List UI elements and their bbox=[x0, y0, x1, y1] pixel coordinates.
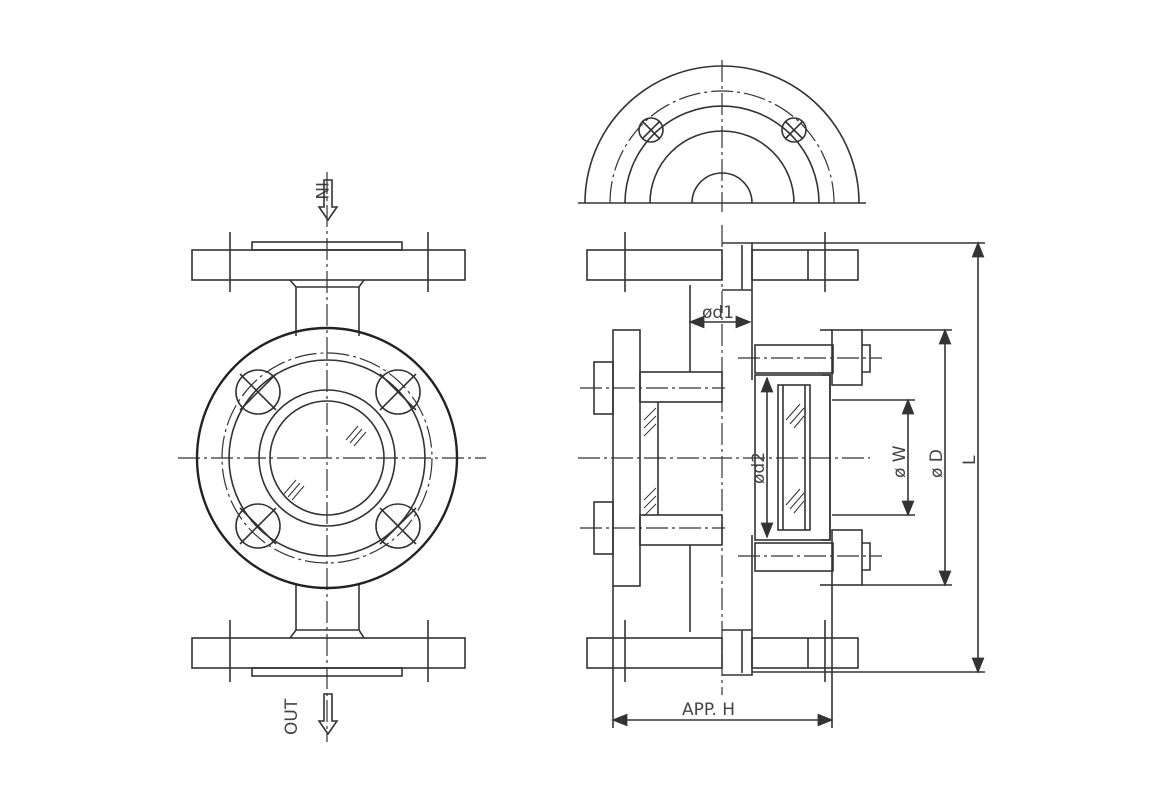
front-view: IN OUT bbox=[178, 172, 486, 742]
inlet-indicator: IN bbox=[311, 179, 339, 222]
down-arrow-icon bbox=[317, 693, 339, 736]
top-flange bbox=[191, 232, 466, 336]
l-label: L bbox=[960, 455, 980, 465]
bottom-flange bbox=[191, 583, 466, 682]
d2-label: ød2 bbox=[749, 452, 769, 484]
dim-w: ø W bbox=[832, 398, 915, 517]
dim-d2: ød2 bbox=[749, 376, 774, 539]
dimensions: ød1 ød2 ø W ø D L APP. H bbox=[611, 241, 985, 728]
outlet-indicator: OUT bbox=[282, 693, 339, 736]
down-arrow-icon bbox=[317, 179, 339, 222]
d1-label: ød1 bbox=[702, 303, 734, 323]
dim-d: ø D bbox=[862, 328, 952, 587]
dim-l: L bbox=[752, 241, 985, 674]
w-label: ø W bbox=[890, 445, 910, 478]
inlet-label: IN bbox=[311, 182, 331, 200]
side-view bbox=[578, 225, 882, 695]
bolts bbox=[235, 369, 421, 549]
outlet-label: OUT bbox=[282, 698, 302, 735]
h-label: APP. H bbox=[682, 700, 735, 720]
d-label: ø D bbox=[927, 449, 947, 478]
dim-h: APP. H bbox=[611, 585, 834, 728]
cover-flange bbox=[195, 326, 459, 590]
top-view bbox=[578, 60, 866, 212]
dim-d1: ød1 bbox=[688, 303, 752, 329]
